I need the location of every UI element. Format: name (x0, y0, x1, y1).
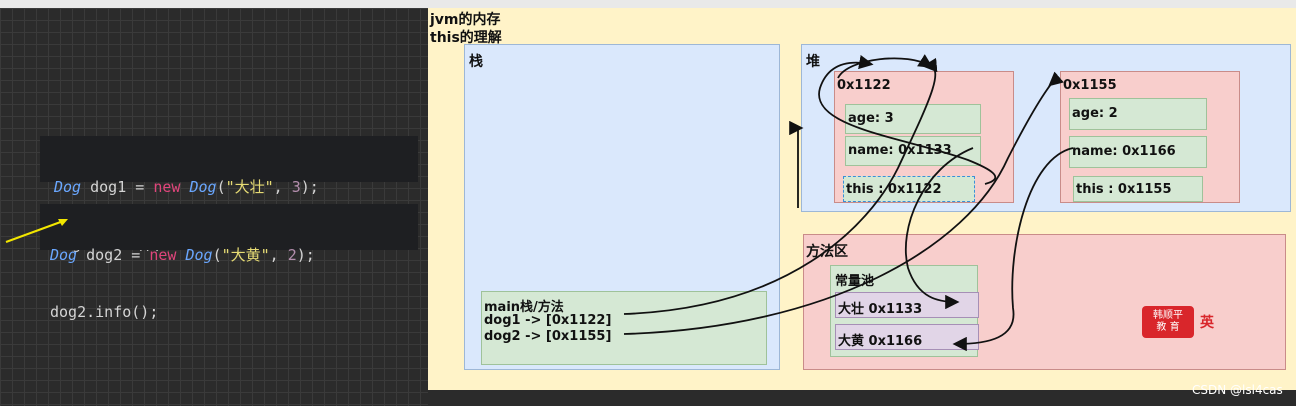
stack-label: 栈 (469, 54, 483, 70)
arrow-dog2-to-0x1155 (623, 71, 1064, 335)
heap-region: 堆 0x1122 age: 3 name: 0x1133 this : 0x11… (801, 44, 1291, 212)
main-frame: main栈/方法 dog1 -> [0x1122] dog2 -> [0x115… (481, 291, 767, 365)
code-token-type: Dog (50, 246, 78, 264)
code-token-var: dog1 = (81, 178, 154, 196)
constant-pool-label: 常量池 (835, 274, 875, 289)
code-token-new: new (149, 246, 177, 264)
arrow-name-to-dahuang (952, 147, 1074, 352)
field-name-text: name: 0x1133 (848, 143, 952, 158)
pointer-arrow (5, 219, 68, 243)
dog2-ref: dog2 -> [0x1155] (484, 329, 612, 344)
code-token-close: ); (296, 246, 315, 264)
field-name-text: name: 0x1166 (1072, 144, 1176, 159)
code-token-type: Dog (54, 178, 82, 196)
arrow-top-loop (837, 54, 934, 79)
code-token-ctor: Dog (180, 178, 217, 196)
dog1-ref: dog1 -> [0x1122] (484, 313, 612, 328)
heap-object-0x1155: 0x1155 age: 2 name: 0x1166 this : 0x1155 (1060, 71, 1240, 203)
field-age-text: age: 2 (1072, 106, 1118, 121)
code-block-dog2: Dog dog2 = new Dog("大黄", 2); dog2.info()… (40, 204, 418, 321)
field-age: age: 3 (845, 104, 981, 134)
ime-indicator[interactable]: 英 (1200, 315, 1214, 331)
watermark-logo-bottom: 教 育 (1156, 322, 1180, 333)
code-token-paren: ( (212, 246, 222, 264)
code-token-string: "大壮" (225, 178, 274, 196)
pool-string-text: 大壮 0x1133 (838, 302, 923, 317)
main-frame-title: main栈/方法 (484, 300, 564, 315)
heap-label: 堆 (806, 54, 820, 70)
code-token-sep: , (273, 178, 292, 196)
field-this: this : 0x1155 (1073, 176, 1203, 202)
reference-arrows (623, 54, 1074, 352)
object-address: 0x1122 (837, 78, 891, 93)
code-token-ctor: Dog (176, 246, 213, 264)
code-line-dog2-new: Dog dog2 = new Dog("大黄", 2); (50, 246, 418, 265)
pool-string-text: 大黄 0x1166 (838, 334, 923, 349)
field-this-text: this : 0x1155 (1076, 182, 1172, 197)
field-age: age: 2 (1069, 98, 1207, 130)
diagram-title-line2: this的理解 (430, 30, 502, 46)
code-token-var: dog2 = (77, 246, 150, 264)
code-token-string: "大黄" (221, 246, 270, 264)
code-line-dog2-info: dog2.info(); (50, 303, 159, 321)
code-token-number: 3 (291, 178, 301, 196)
field-this-text: this : 0x1122 (846, 182, 942, 197)
arrow-heap-link (789, 120, 804, 208)
code-line-dog1-new: Dog dog1 = new Dog("大壮", 3); (54, 178, 418, 197)
csdn-watermark: CSDN @lsl4cas (1192, 383, 1283, 397)
field-name: name: 0x1166 (1069, 136, 1207, 168)
field-this[interactable]: this : 0x1122 (843, 176, 975, 202)
code-token-new: new (153, 178, 181, 196)
code-token-close: ); (300, 178, 319, 196)
code-token-sep: , (269, 246, 288, 264)
field-age-text: age: 3 (848, 111, 894, 126)
diagram-title-line1: jvm的内存 (430, 12, 501, 28)
watermark-logo-top: 韩顺平 (1153, 310, 1183, 321)
arrow-dog1-to-0x1122 (623, 57, 938, 315)
code-token-number: 2 (287, 246, 297, 264)
code-token-paren: ( (216, 178, 226, 196)
watermark-logo: 韩顺平 教 育 (1142, 306, 1194, 338)
arrow-this-to-0x1122 (818, 54, 997, 185)
stack-region: 栈 main栈/方法 dog1 -> [0x1122] dog2 -> [0x1… (464, 44, 780, 370)
arrow-name-to-dazhuang (904, 147, 974, 310)
code-editor[interactable]: Dog dog1 = new Dog("大壮", 3); dog1.info()… (0, 8, 428, 406)
object-address: 0x1155 (1063, 78, 1117, 93)
method-area-label: 方法区 (806, 244, 848, 260)
